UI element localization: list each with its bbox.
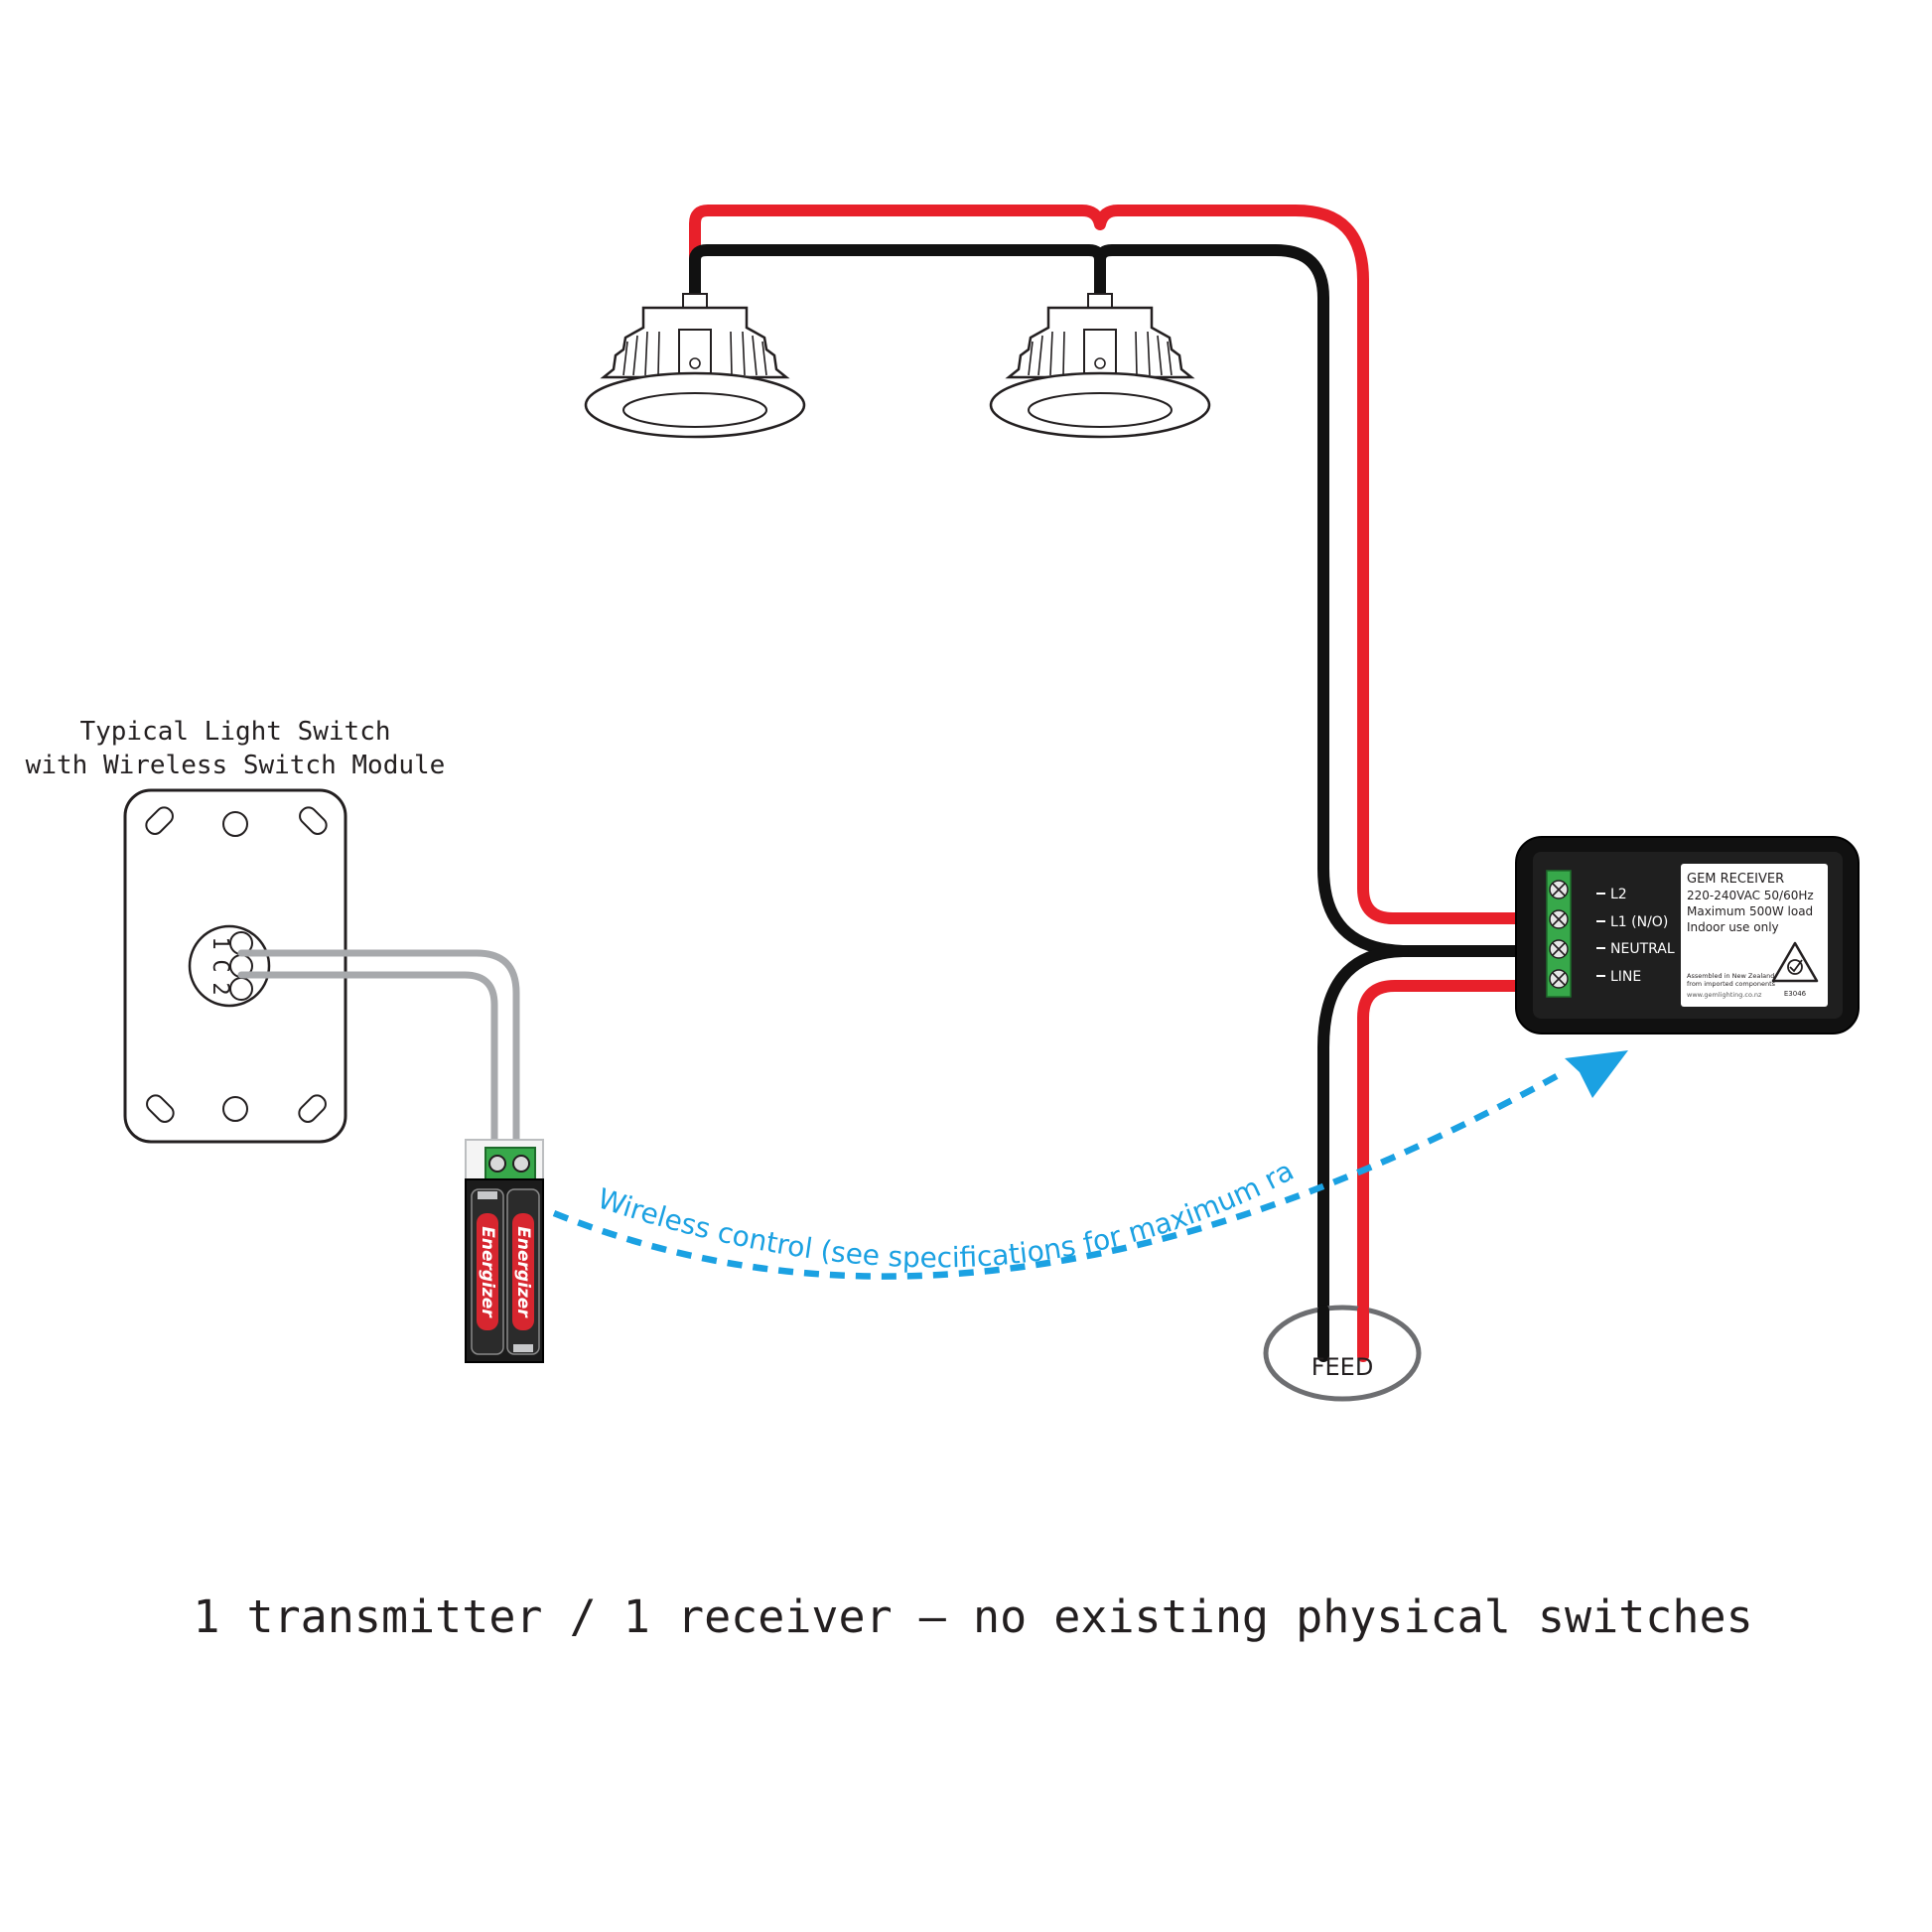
battery-2-red-band	[512, 1213, 534, 1330]
receiver-assembled-line-1: Assembled in New Zealand	[1687, 972, 1774, 980]
heatsink-fins	[1028, 331, 1173, 376]
battery-2-cap	[513, 1344, 533, 1352]
mounting-slot-icon	[299, 806, 328, 835]
screw-icon	[1094, 357, 1106, 369]
receiver-spec-load: Maximum 500W load	[1687, 904, 1813, 918]
terminal-label-l2: L2	[1610, 887, 1627, 902]
mounting-hole-icon	[222, 1096, 248, 1122]
receiver-code: E3046	[1784, 990, 1807, 998]
receiver-website: www.gemlighting.co.nz	[1687, 991, 1762, 999]
terminal-2-label: 2	[207, 982, 232, 995]
screw-icon	[512, 1155, 530, 1173]
mounting-slot-icon	[145, 806, 174, 835]
footer-caption: 1 transmitter / 1 receiver – no existing…	[193, 1590, 1752, 1643]
receiver-spec-indoor: Indoor use only	[1687, 920, 1779, 934]
receiver-spec-voltage: 220-240VAC 50/60Hz	[1687, 889, 1814, 902]
feed-label: FEED	[1311, 1353, 1374, 1381]
downlight-2	[989, 293, 1211, 439]
red-wire-feed	[1357, 980, 1525, 1364]
terminal-label-line: LINE	[1610, 969, 1641, 985]
terminal-label-neutral: NEUTRAL	[1610, 941, 1675, 957]
battery-1-brand: Energizer	[478, 1226, 497, 1318]
downlight-lens	[1028, 392, 1173, 428]
wireless-signal-arc	[552, 1069, 1566, 1280]
mounting-slot-icon	[298, 1094, 327, 1123]
receiver-title: GEM RECEIVER	[1687, 872, 1784, 887]
downlight-1	[584, 293, 806, 439]
downlight-lens	[622, 392, 767, 428]
battery-1-cap	[478, 1191, 497, 1199]
black-wire-feed	[1317, 945, 1409, 1364]
screw-icon	[689, 357, 701, 369]
mounting-hole-icon	[222, 811, 248, 837]
wireless-arrow-head-icon	[1565, 1050, 1628, 1098]
red-wire-lights	[689, 205, 1525, 924]
light-switch-plate: 1 C 2	[123, 788, 347, 1144]
heatsink-fins	[622, 331, 767, 376]
terminal-c-label: C	[207, 959, 232, 972]
rcm-compliance-icon	[1771, 941, 1819, 983]
terminal-2-icon	[229, 977, 253, 1001]
terminal-label-l1: L1 (N/O)	[1610, 914, 1668, 930]
receiver-assembled-line-2: from imported components	[1687, 980, 1776, 988]
gem-receiver: L2 L1 (N/O) NEUTRAL LINE GEM RECEIVER 22…	[1515, 836, 1860, 1035]
battery-1-red-band	[477, 1213, 498, 1330]
switch-wires	[237, 949, 520, 1146]
terminal-1-label: 1	[207, 936, 232, 949]
mounting-slot-icon	[146, 1094, 175, 1123]
downlight-cable-stub	[1087, 293, 1113, 309]
screw-icon	[488, 1155, 506, 1173]
switch-caption-line-1: Typical Light Switch	[79, 717, 390, 747]
black-wire-lights	[689, 244, 1525, 957]
feed-ellipse	[1263, 1305, 1422, 1402]
battery-2-brand: Energizer	[513, 1226, 533, 1318]
switch-caption-line-2: with Wireless Switch Module	[26, 751, 446, 780]
wireless-transmitter: Energizer Energizer	[465, 1139, 544, 1363]
downlight-cable-stub	[682, 293, 708, 309]
terminal-tick-marks	[1596, 893, 1605, 977]
